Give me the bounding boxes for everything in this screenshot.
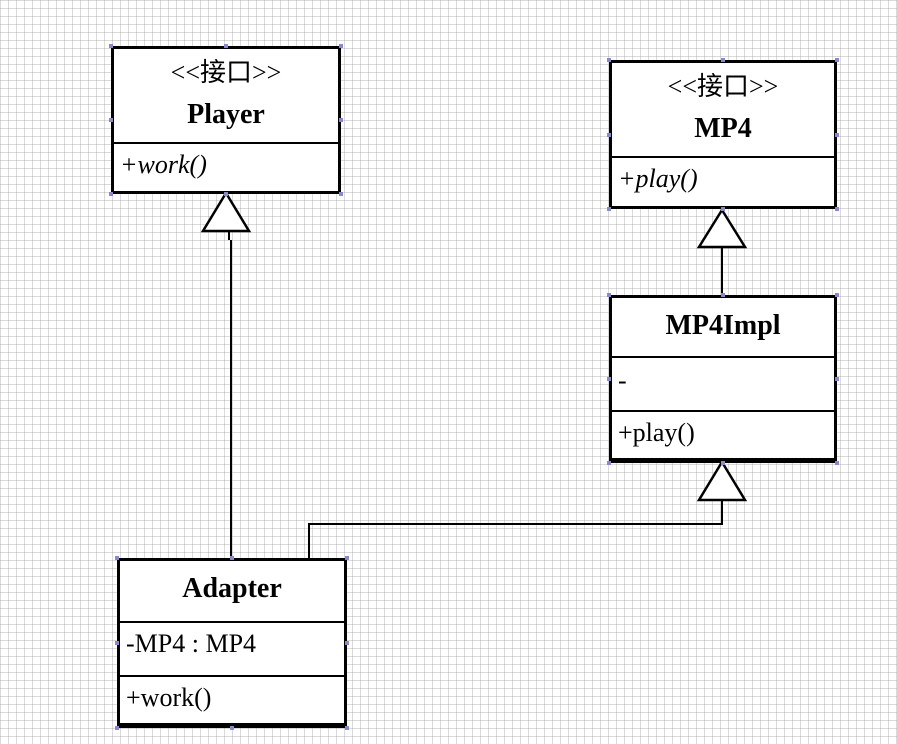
selection-handle	[109, 192, 113, 196]
adapter-attributes: -MP4 : MP4	[120, 623, 344, 677]
adapter-operations: +work()	[120, 677, 344, 725]
selection-handle	[607, 207, 611, 211]
mp4-stereotype: <<接口>>	[667, 72, 779, 101]
mp4impl-attribute: -	[618, 366, 627, 395]
selection-handle	[345, 726, 349, 730]
selection-handle	[339, 44, 343, 48]
selection-handle	[607, 132, 611, 137]
player-operation-work: +work()	[120, 150, 207, 179]
adapter-class-box[interactable]: Adapter -MP4 : MP4 +work()	[115, 556, 349, 730]
mp4impl-operation-play: +play()	[618, 418, 695, 447]
selection-handle	[835, 207, 839, 211]
adapter-class-name: Adapter	[182, 573, 282, 604]
player-header: <<接口>> Player	[114, 49, 338, 144]
mp4impl-class-box[interactable]: MP4Impl - +play()	[607, 293, 839, 465]
player-class-name: Player	[187, 99, 265, 130]
selection-handle	[835, 132, 839, 137]
player-realization-arrowhead	[200, 190, 252, 233]
selection-handle	[224, 192, 228, 196]
player-interface-box[interactable]: <<接口>> Player +work()	[109, 44, 343, 196]
mp4impl-generalization-arrowhead	[696, 459, 748, 502]
selection-handle	[345, 556, 349, 560]
player-operations: +work()	[114, 144, 338, 194]
selection-handle	[721, 293, 725, 297]
mp4-interface-box[interactable]: <<接口>> MP4 +play()	[607, 58, 839, 211]
selection-handle	[721, 207, 725, 211]
selection-handle	[835, 293, 839, 297]
selection-handle	[230, 556, 234, 560]
adapter-attribute-mp4: -MP4 : MP4	[126, 629, 257, 658]
selection-handle	[230, 726, 234, 730]
adapter-mp4impl-connector	[308, 500, 723, 558]
mp4impl-attributes: -	[612, 358, 834, 412]
mp4-realization-arrowhead	[696, 207, 748, 249]
mp4impl-class-name: MP4Impl	[665, 310, 781, 341]
selection-handle	[607, 461, 611, 465]
selection-handle	[345, 641, 349, 645]
selection-handle	[115, 556, 119, 560]
mp4-operation-play: +play()	[618, 164, 698, 193]
selection-handle	[721, 461, 725, 465]
selection-handle	[109, 44, 113, 48]
mp4-class-name: MP4	[694, 113, 752, 144]
selection-handle	[339, 192, 343, 196]
selection-handle	[607, 293, 611, 297]
selection-handle	[224, 44, 228, 48]
selection-handle	[115, 641, 119, 645]
mp4-header: <<接口>> MP4	[612, 63, 834, 158]
selection-handle	[339, 118, 343, 122]
adapter-header: Adapter	[120, 561, 344, 623]
selection-handle	[835, 377, 839, 381]
selection-handle	[607, 58, 611, 62]
player-stereotype: <<接口>>	[170, 58, 282, 87]
mp4-operations: +play()	[612, 158, 834, 208]
selection-handle	[607, 377, 611, 381]
adapter-operation-work: +work()	[126, 683, 212, 712]
selection-handle	[721, 58, 725, 62]
selection-handle	[109, 118, 113, 122]
mp4impl-header: MP4Impl	[612, 298, 834, 358]
selection-handle	[835, 58, 839, 62]
selection-handle	[835, 461, 839, 465]
selection-handle	[115, 726, 119, 730]
mp4impl-operations: +play()	[612, 412, 834, 460]
